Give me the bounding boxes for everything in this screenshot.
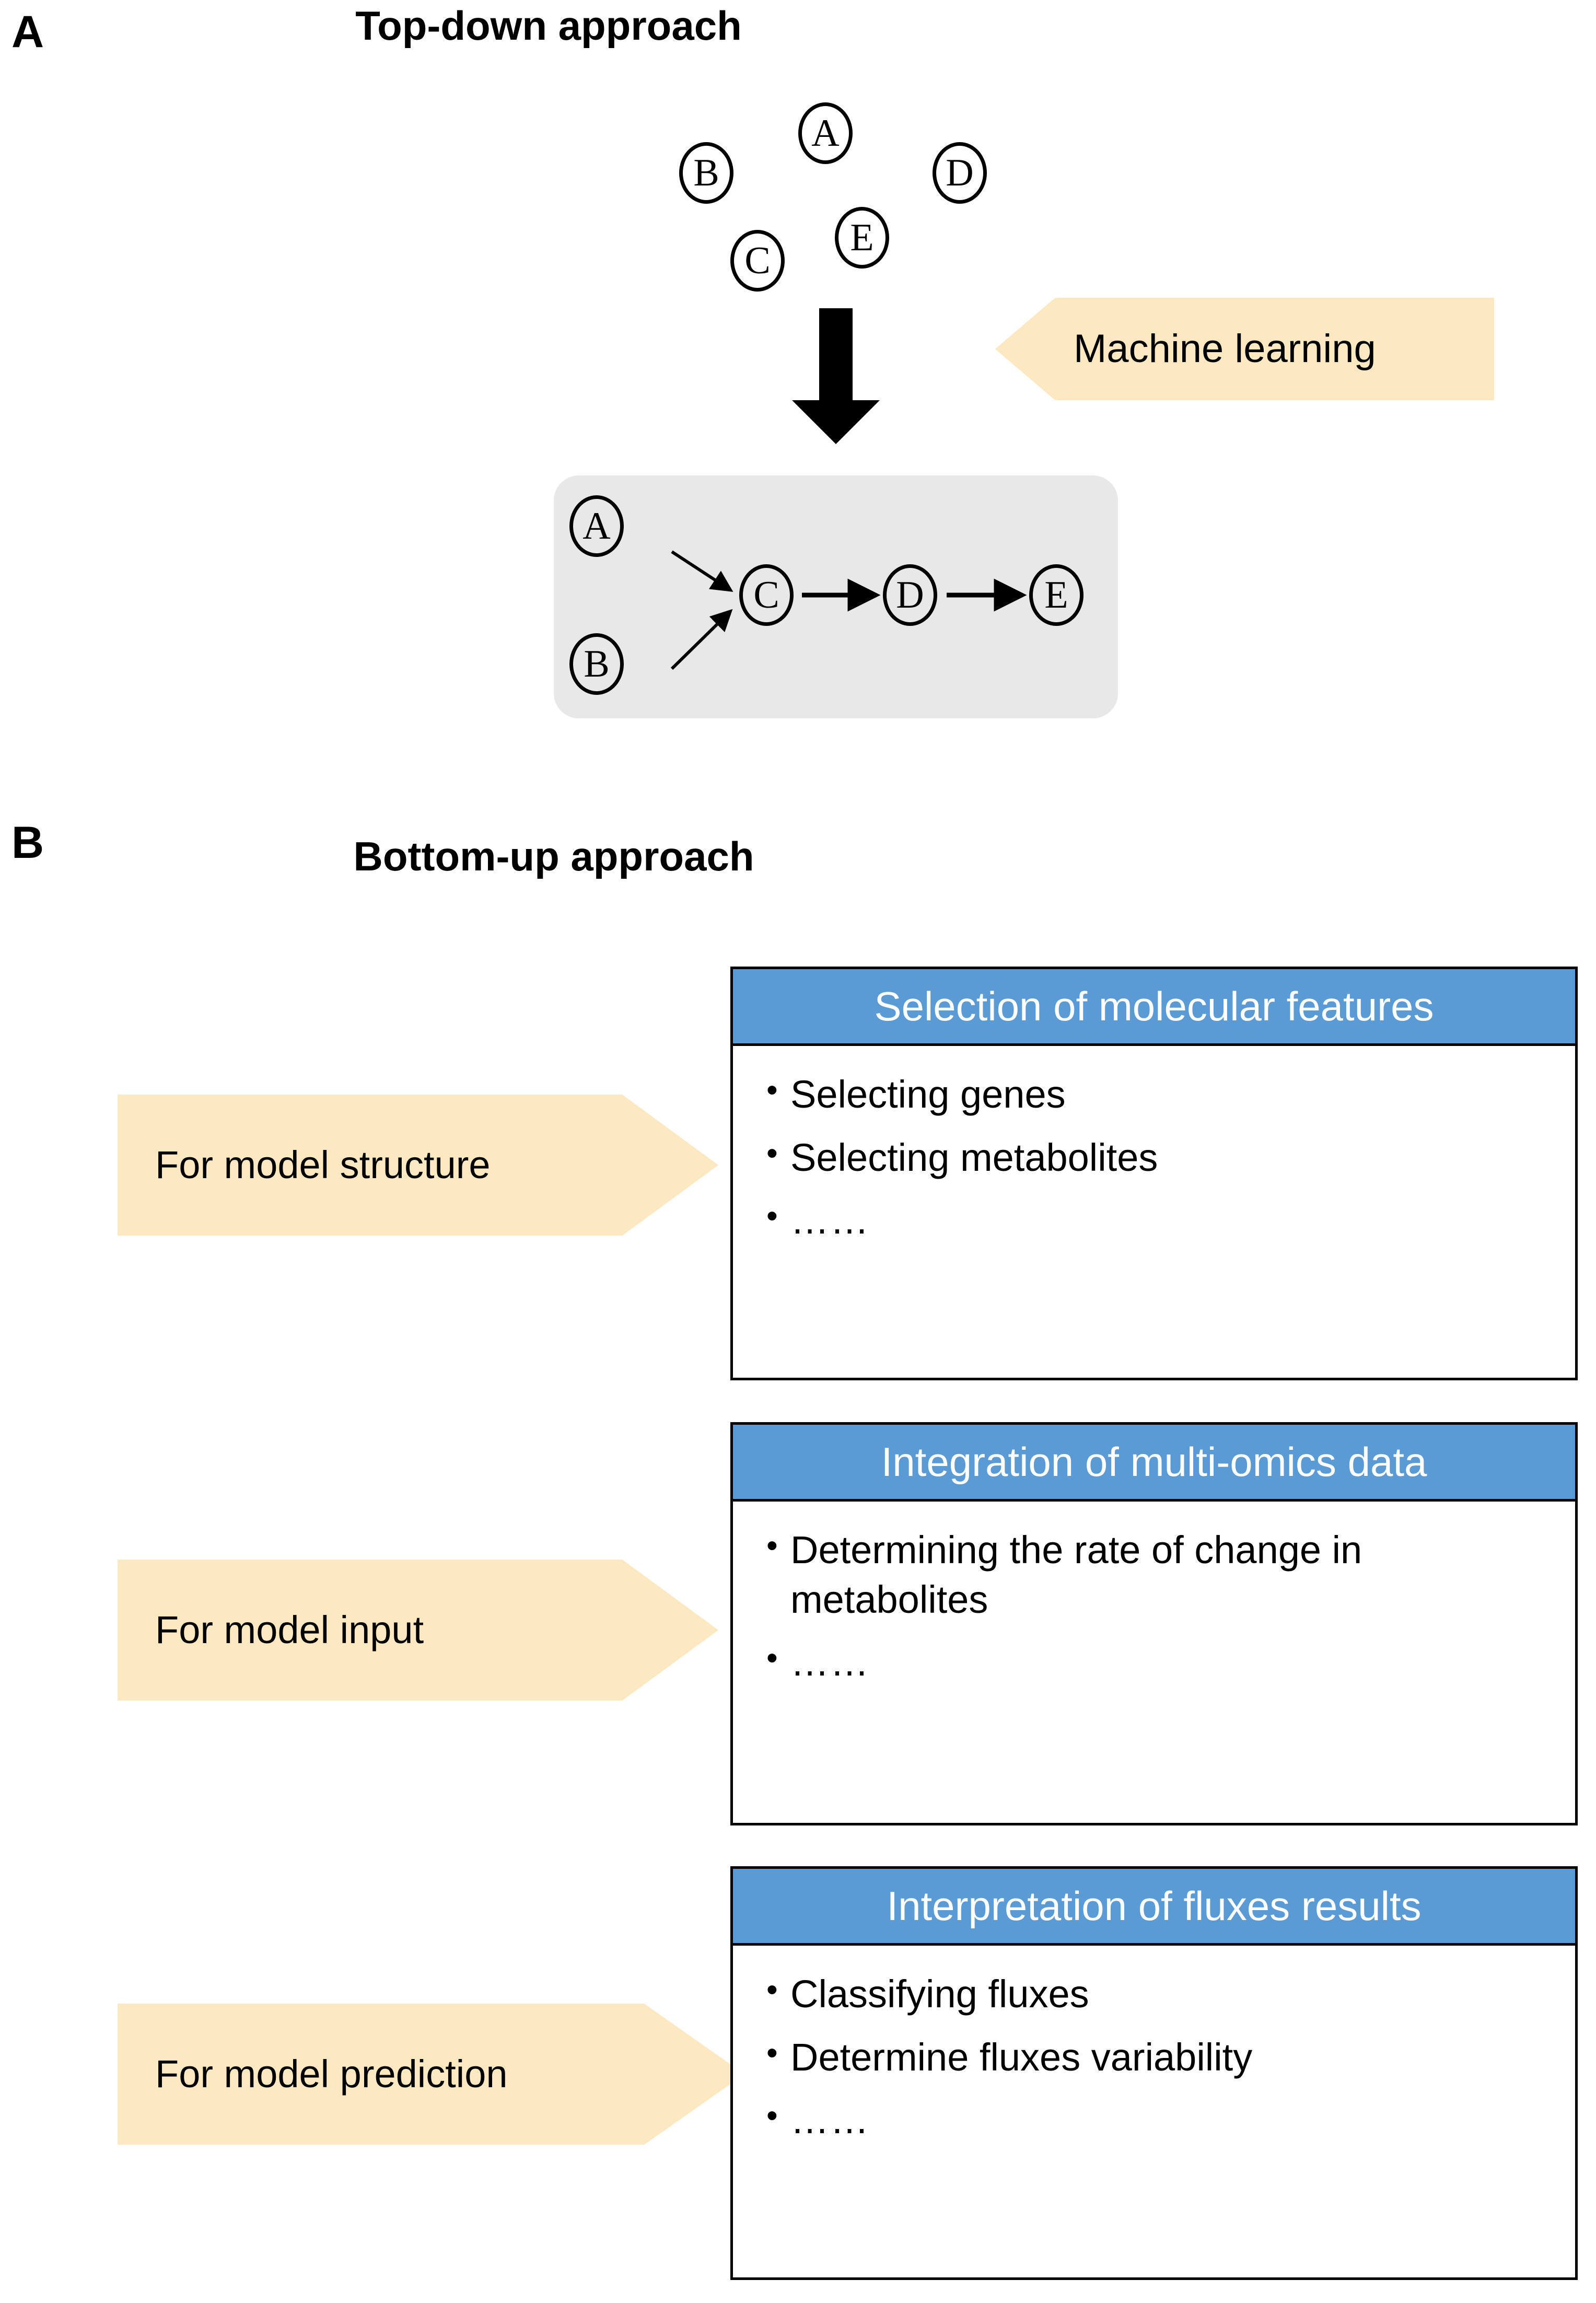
stage-3-bullet-2: Determine fluxes variability [790,2035,1253,2079]
panel-b-title: Bottom-up approach [353,833,754,879]
bullet-icon: • [766,2098,778,2134]
pathway-node-a: A [569,495,624,557]
stage-1-bullet-1: Selecting genes [790,1073,1066,1116]
stage-2-header: Integration of multi-omics data [730,1422,1578,1502]
stage-1-header: Selection of molecular features [730,967,1578,1046]
list-item: • Determining the rate of change in meta… [754,1526,1554,1624]
stage-3-header-label: Interpretation of fluxes results [887,1883,1422,1929]
stage-selection-of-molecular-features: Selection of molecular features • Select… [730,967,1578,1380]
stage-2-bullet-2: …… [790,1641,870,1684]
pathway-node-e: E [1029,564,1084,626]
stage-integration-of-multi-omics-data: Integration of multi-omics data • Determ… [730,1422,1578,1825]
bullet-icon: • [766,1198,778,1235]
stage-3-header: Interpretation of fluxes results [730,1866,1578,1946]
thick-down-arrow-icon [792,308,880,444]
list-item: • Classifying fluxes [754,1970,1554,2019]
scatter-node-d: D [933,142,987,204]
list-item: • Selecting genes [754,1070,1554,1120]
callout-for-model-structure: For model structure [118,1095,718,1236]
scatter-node-c: C [730,230,785,292]
bullet-icon: • [766,1528,778,1564]
pathway-node-e-letter: E [1044,574,1068,617]
scatter-node-e-letter: E [850,216,874,259]
stage-2-body: • Determining the rate of change in meta… [730,1502,1578,1825]
pathway-node-c-letter: C [753,574,779,617]
stage-1-body: • Selecting genes • Selecting metabolite… [730,1046,1578,1380]
scatter-node-b: B [679,142,733,204]
bullet-icon: • [766,1640,778,1677]
panel-a-label: A [11,7,44,57]
list-item: • Determine fluxes variability [754,2033,1554,2083]
stage-3-bullet-1: Classifying fluxes [790,1972,1089,2016]
pathway-node-b-letter: B [584,643,610,685]
callout-for-model-prediction-label: For model prediction [155,2052,508,2096]
stage-2-bullet-1: Determining the rate of change in metabo… [790,1528,1362,1621]
stage-interpretation-of-fluxes-results: Interpretation of fluxes results • Class… [730,1866,1578,2280]
scatter-node-b-letter: B [693,152,719,194]
callout-for-model-input-label: For model input [155,1608,424,1651]
stage-1-bullet-2: Selecting metabolites [790,1135,1158,1179]
pathway-node-a-letter: A [583,505,611,548]
machine-learning-label: Machine learning [1074,327,1376,371]
scatter-node-d-letter: D [946,152,974,194]
pathway-node-d: D [883,564,937,626]
pathway-node-b: B [569,633,624,695]
pathway-node-d-letter: D [896,574,924,617]
panel-a-title: Top-down approach [355,3,742,49]
stage-1-header-label: Selection of molecular features [874,983,1434,1029]
bullet-icon: • [766,2034,778,2071]
stage-2-header-label: Integration of multi-omics data [881,1439,1427,1485]
stage-1-bullet-3: …… [790,1199,870,1242]
list-item: • Selecting metabolites [754,1133,1554,1183]
scatter-node-e: E [835,207,889,269]
list-item: • …… [754,2096,1554,2145]
panel-b-label: B [11,818,44,868]
machine-learning-callout: Machine learning [995,298,1494,400]
scatter-node-a-letter: A [811,112,840,155]
callout-for-model-prediction: For model prediction [118,2004,744,2145]
scatter-node-c-letter: C [744,239,771,282]
callout-for-model-input: For model input [118,1560,718,1701]
pathway-node-c: C [739,564,794,626]
list-item: • …… [754,1638,1554,1688]
scatter-node-a: A [798,102,853,164]
list-item: • …… [754,1196,1554,1246]
stage-3-body: • Classifying fluxes • Determine fluxes … [730,1946,1578,2280]
bullet-icon: • [766,1135,778,1171]
callout-for-model-structure-label: For model structure [155,1143,491,1187]
bullet-icon: • [766,1072,778,1108]
stage-3-bullet-3: …… [790,2098,870,2142]
bullet-icon: • [766,1972,778,2008]
